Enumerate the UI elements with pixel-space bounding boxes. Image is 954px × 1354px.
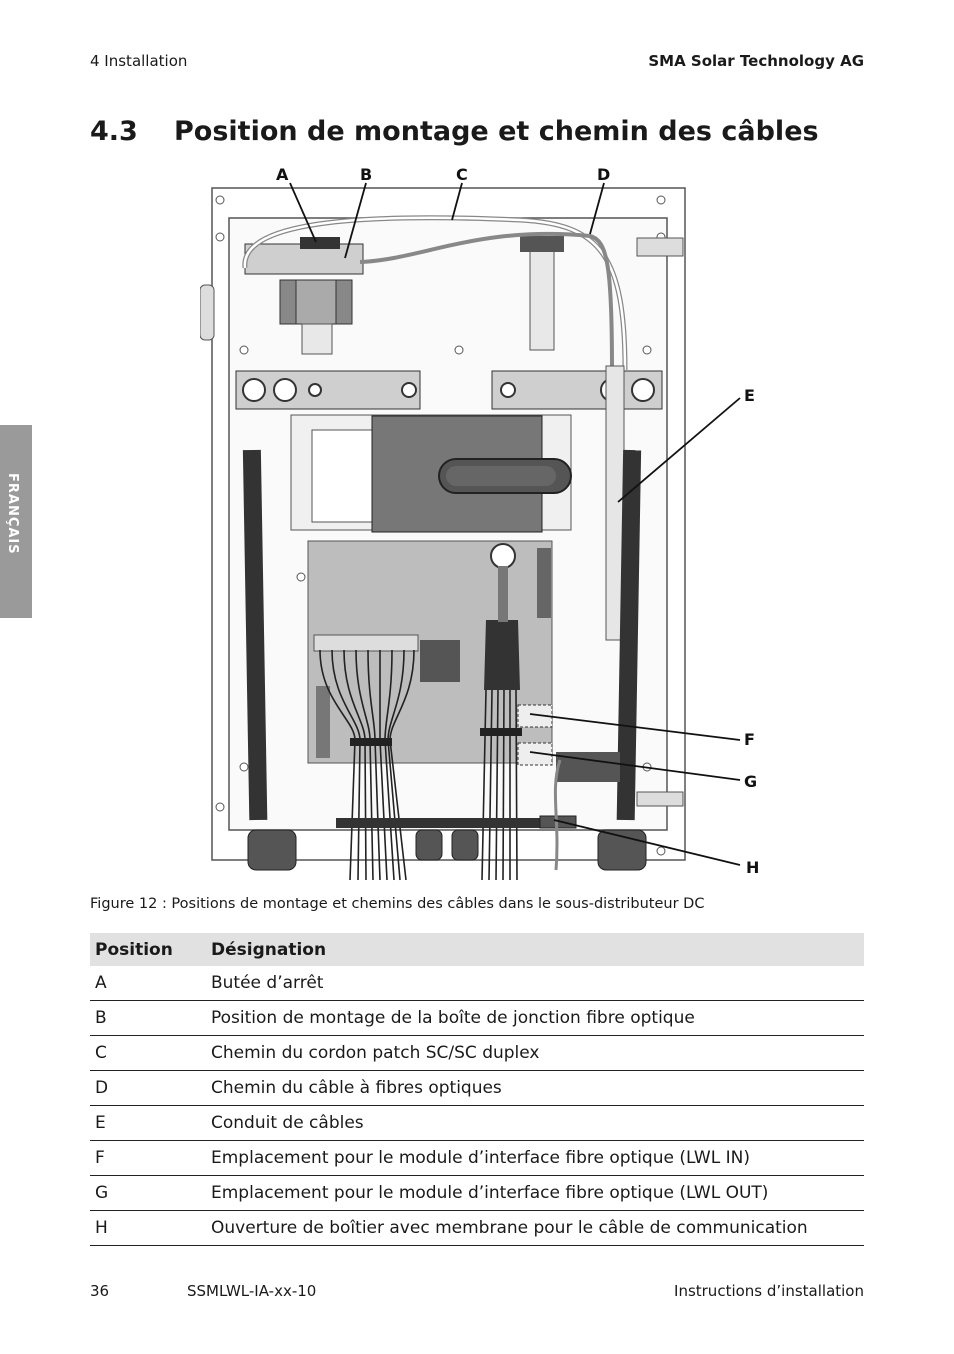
position-cell: B — [90, 1000, 206, 1036]
designation-cell: Position de montage de la boîte de jonct… — [206, 1000, 864, 1036]
position-cell: H — [90, 1210, 206, 1246]
position-cell: D — [90, 1070, 206, 1106]
position-cell: F — [90, 1140, 206, 1176]
language-tab-label: FRANÇAIS — [5, 473, 20, 555]
header-company: SMA Solar Technology AG — [648, 52, 864, 70]
busbar-left — [235, 370, 421, 410]
cable-gland-left — [247, 829, 297, 871]
section-number: 4.3 — [90, 116, 138, 147]
document-code: SSMLWL-IA-xx-10 — [187, 1282, 317, 1300]
designation-cell: Butée d’arrêt — [206, 966, 864, 1001]
callout-c: C — [456, 165, 468, 184]
legend-header-row: Position Désignation — [90, 933, 864, 966]
callout-a: A — [276, 165, 289, 184]
callout-f: F — [744, 730, 755, 749]
position-cell: E — [90, 1105, 206, 1141]
position-cell: A — [90, 966, 206, 1001]
designation-cell: Chemin du câble à fibres optiques — [206, 1070, 864, 1106]
designation-cell: Chemin du cordon patch SC/SC duplex — [206, 1035, 864, 1071]
enclosure-frame — [211, 187, 686, 861]
callout-g: G — [744, 772, 757, 791]
module-slot-g — [517, 742, 553, 766]
callout-d: D — [597, 165, 610, 184]
callout-e: E — [744, 386, 755, 405]
power-cable-left — [242, 449, 268, 821]
column-header-designation: Désignation — [206, 933, 864, 966]
callout-h: H — [746, 858, 759, 877]
header-section: 4 Installation — [90, 52, 188, 70]
column-header-position: Position — [90, 933, 206, 966]
language-tab: FRANÇAIS — [0, 425, 32, 618]
position-cell: G — [90, 1175, 206, 1211]
designation-cell: Emplacement pour le module d’interface f… — [206, 1140, 864, 1176]
section-title: Position de montage et chemin des câbles — [174, 116, 819, 147]
figure-caption: Figure 12 : Positions de montage et chem… — [90, 896, 705, 912]
page-title: 4.3 Position de montage et chemin des câb… — [90, 116, 819, 147]
enclosure-diagram: A B C D E F G H — [200, 165, 759, 881]
page-number: 36 — [90, 1282, 110, 1300]
designation-cell: Conduit de câbles — [206, 1105, 864, 1141]
hinge — [200, 284, 215, 341]
designation-cell: Emplacement pour le module d’interface f… — [206, 1175, 864, 1211]
callout-b: B — [360, 165, 372, 184]
designation-cell: Ouverture de boîtier avec membrane pour … — [206, 1210, 864, 1246]
document-type: Instructions d’installation — [674, 1282, 864, 1300]
din-rail — [529, 249, 555, 351]
position-cell: C — [90, 1035, 206, 1071]
